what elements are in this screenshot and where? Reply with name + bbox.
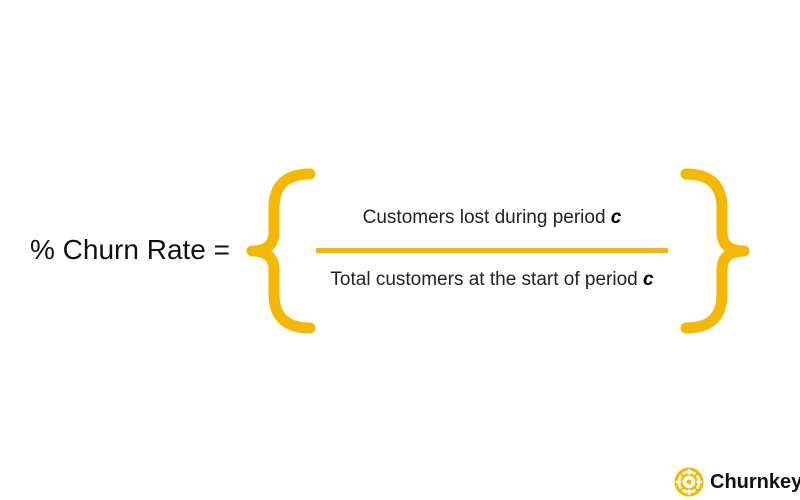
- numerator-text: Customers lost during period: [362, 207, 611, 228]
- numerator-variable: c: [610, 207, 622, 228]
- denominator-variable: c: [643, 269, 654, 290]
- denominator-text: Total customers at the start of period: [330, 269, 643, 290]
- fraction-denominator: Total customers at the start of period c: [316, 268, 668, 292]
- fraction-bar: [316, 248, 668, 253]
- right-curly-brace: [680, 168, 750, 334]
- formula-label: % Churn Rate =: [30, 234, 230, 265]
- left-curly-brace: [246, 168, 316, 334]
- fraction-numerator: Customers lost during period c: [316, 206, 668, 230]
- brand-logo: Churnkey: [674, 466, 800, 498]
- brand-name: Churnkey: [710, 471, 800, 493]
- churnkey-logo-icon: [674, 467, 704, 497]
